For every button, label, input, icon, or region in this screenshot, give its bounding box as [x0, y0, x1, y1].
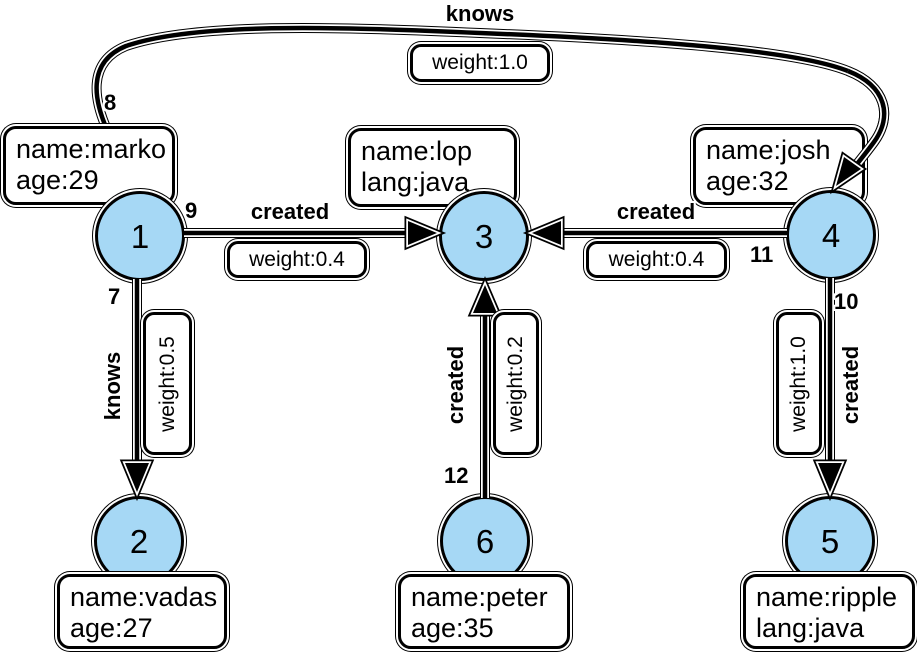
property-line: name:peter: [411, 582, 548, 612]
property-line: name:marko: [16, 134, 167, 164]
edge-id-8: 8: [104, 90, 117, 115]
property-line: age:29: [16, 165, 99, 195]
edge-label-created-12: created: [443, 345, 468, 425]
vertex-id: 5: [820, 522, 840, 560]
weight-value: weight:0.5: [155, 335, 179, 432]
property-line: name:vadas: [70, 582, 218, 612]
edge-label-knows-8: knows: [445, 1, 515, 26]
weight-box-created-10: weight:1.0: [776, 312, 822, 455]
edge-label-created-11: created: [616, 199, 696, 224]
edge-id-7: 7: [108, 284, 121, 309]
vertex-5-ripple: 5: [785, 496, 875, 586]
vertex-id: 4: [821, 216, 841, 254]
weight-value: weight:1.0: [432, 51, 528, 74]
property-line: name:josh: [706, 135, 831, 165]
property-line: name:lop: [361, 136, 473, 166]
vertex-id: 3: [474, 217, 494, 255]
edge-id-9: 9: [185, 198, 198, 223]
vertex-3-lop: 3: [439, 191, 529, 281]
weight-box-knows-7: weight:0.5: [143, 312, 192, 455]
weight-value: weight:0.2: [504, 335, 528, 432]
weight-box-created-11: weight:0.4: [586, 241, 727, 278]
weight-value: weight:0.4: [608, 247, 705, 271]
property-box-vadas: name:vadas age:27: [57, 574, 227, 649]
edge-id-11: 11: [750, 242, 774, 267]
property-line: lang:java: [756, 613, 865, 643]
vertex-id: 1: [130, 217, 150, 255]
vertex-id: 2: [129, 522, 149, 560]
property-box-ripple: name:ripple lang:java: [743, 574, 915, 649]
property-line: age:27: [70, 613, 153, 643]
edge-label-created-10: created: [838, 345, 863, 425]
property-line: age:35: [411, 613, 494, 643]
weight-box-knows-8: weight:1.0: [410, 44, 550, 82]
vertex-6-peter: 6: [440, 496, 530, 586]
vertex-id: 6: [475, 522, 495, 560]
weight-value: weight:0.4: [249, 247, 345, 271]
weight-box-created-12: weight:0.2: [493, 312, 539, 455]
weight-value: weight:1.0: [787, 335, 811, 432]
edge-label-created-9: created: [250, 199, 330, 224]
edge-label-knows-7: knows: [100, 351, 125, 421]
edge-id-10: 10: [834, 289, 859, 314]
property-line: name:ripple: [756, 582, 898, 612]
property-box-peter: name:peter age:35: [398, 574, 570, 649]
vertex-1-marko: 1: [95, 191, 185, 281]
vertex-2-vadas: 2: [94, 496, 184, 586]
edge-id-12: 12: [444, 463, 469, 488]
vertex-4-josh: 4: [786, 190, 876, 280]
weight-box-created-9: weight:0.4: [227, 241, 367, 278]
